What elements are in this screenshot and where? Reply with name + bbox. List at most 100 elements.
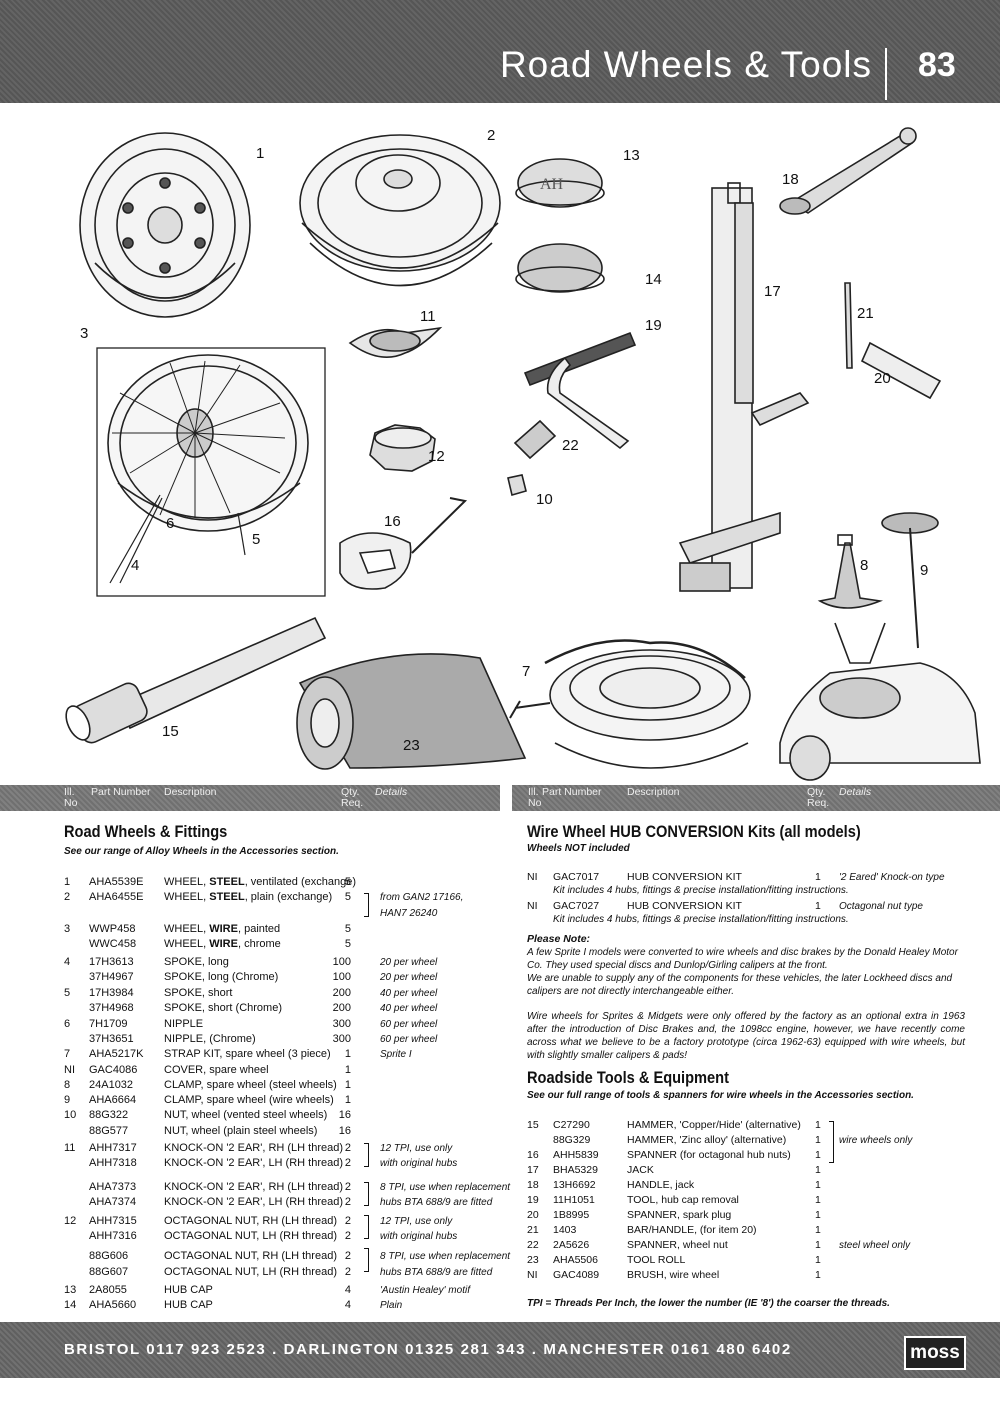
label-20: 20 — [874, 370, 891, 387]
label-23: 23 — [403, 737, 420, 754]
label-21: 21 — [857, 305, 874, 322]
cell-ill: 2 — [64, 891, 71, 903]
cell-desc: OCTAGONAL NUT, RH (LH thread) — [164, 1250, 337, 1262]
car-boot-icon — [779, 622, 981, 781]
cell-ill: 3 — [64, 923, 71, 935]
cell-part: 11H1051 — [553, 1194, 595, 1206]
cell-det: hubs BTA 688/9 are fitted — [380, 1267, 493, 1278]
header-divider — [885, 48, 887, 100]
cell-det: Plain — [380, 1300, 403, 1311]
cell-qty: 200 — [332, 1002, 351, 1014]
cell-part: 37H4967 — [89, 971, 134, 983]
label-9: 9 — [920, 562, 929, 579]
cell-ill: 5 — [64, 987, 71, 999]
cell-ill: 6 — [64, 1018, 71, 1030]
cell-ill: 14 — [64, 1299, 77, 1311]
cell-det: with original hubs — [380, 1158, 458, 1169]
brace — [829, 1121, 834, 1163]
cell-det: 40 per wheel — [380, 988, 438, 999]
cell-qty: 4 — [344, 1284, 351, 1296]
cell-desc: KNOCK-ON '2 EAR', LH (RH thread) — [164, 1196, 344, 1208]
cell-qty: 1 — [815, 871, 821, 883]
brace — [364, 893, 369, 917]
cell-part: AHA5539E — [89, 876, 144, 888]
cell-part: GAC4089 — [553, 1269, 600, 1281]
wheel-nut-icon — [507, 474, 527, 496]
cell-part: WWC458 — [89, 938, 137, 950]
hub-cap-removal-tool-icon — [523, 331, 637, 387]
cell-ill: 20 — [527, 1209, 539, 1221]
spare-wheel-clamp-wire-icon — [881, 512, 939, 649]
label-7: 7 — [522, 663, 531, 680]
cell-qty: 300 — [332, 1018, 351, 1030]
hub-conversion-subtitle: Wheels NOT included — [527, 843, 630, 854]
cell-desc: COVER, spare wheel — [164, 1064, 269, 1076]
cell-qty: 1 — [344, 1064, 351, 1076]
th-desc-right: Description — [627, 786, 680, 798]
roadside-subtitle: See our full range of tools & spanners f… — [527, 1090, 914, 1101]
label-14: 14 — [645, 271, 662, 288]
cell-part: 37H4968 — [89, 1002, 134, 1014]
cell-det: steel wheel only — [839, 1240, 911, 1251]
cell-qty: 2 — [344, 1215, 351, 1227]
cell-part: AHH7316 — [89, 1230, 137, 1242]
cell-part: 88G607 — [89, 1266, 129, 1278]
cell-det: hubs BTA 688/9 are fitted — [380, 1197, 493, 1208]
cell-ill: NI — [527, 871, 538, 883]
cell-part: AHA5217K — [89, 1048, 144, 1060]
cell-part: 13H6692 — [553, 1179, 596, 1191]
cell-qty: 4 — [344, 1299, 351, 1311]
cell-part: AHA5506 — [553, 1254, 598, 1266]
cell-ill: 12 — [64, 1215, 77, 1227]
th-desc: Description — [164, 786, 217, 798]
cell-qty: 1 — [815, 1239, 821, 1251]
cell-part: GAC7027 — [553, 900, 600, 912]
cell-desc: BRUSH, wire wheel — [627, 1269, 720, 1281]
note-paragraph-1: A few Sprite I models were converted to … — [527, 947, 958, 971]
th-qty-right: Qty. Req. — [807, 786, 830, 809]
cell-desc: SPOKE, long (Chrome) — [164, 971, 279, 983]
cell-part: C27290 — [553, 1119, 590, 1131]
cell-qty: 2 — [344, 1196, 351, 1208]
cell-part: 17H3984 — [89, 987, 134, 999]
cell-qty: 1 — [815, 1209, 821, 1221]
cell-qty: 100 — [332, 971, 351, 983]
hammer-icon — [65, 616, 327, 744]
cell-qty: 2 — [344, 1142, 351, 1154]
cell-desc: NIPPLE, (Chrome) — [164, 1033, 256, 1045]
cell-qty: 2 — [344, 1266, 351, 1278]
cell-qty: 16 — [338, 1109, 351, 1121]
jack-handle-icon — [779, 127, 917, 215]
hub-kit-row: NI GAC7027 HUB CONVERSION KIT 1 Octagona… — [527, 899, 987, 914]
cell-qty: 1 — [815, 1149, 821, 1161]
cell-det: 40 per wheel — [380, 1003, 438, 1014]
cell-desc: TOOL ROLL — [627, 1254, 686, 1266]
cell-desc: SPANNER (for octagonal hub nuts) — [627, 1149, 791, 1161]
hub-cap-plain-icon — [515, 243, 605, 293]
spare-wheel-clamp-icon — [817, 534, 884, 609]
label-8: 8 — [860, 557, 869, 574]
cell-det: Sprite I — [380, 1049, 412, 1060]
cell-det: 60 per wheel — [380, 1034, 438, 1045]
label-1: 1 — [256, 145, 265, 162]
hub-conversion-title: Wire Wheel HUB CONVERSION Kits (all mode… — [527, 822, 861, 841]
cell-part: BHA5329 — [553, 1164, 598, 1176]
